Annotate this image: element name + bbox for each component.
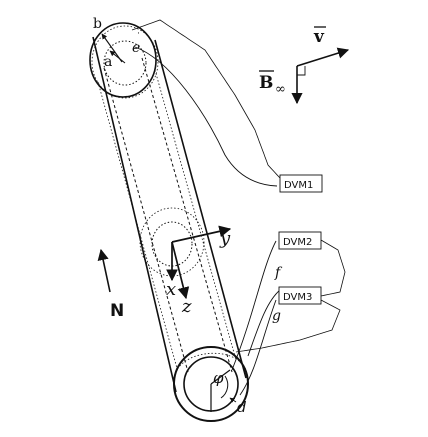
d-arrow — [229, 397, 237, 403]
cylinder-bottom-end — [173, 346, 249, 422]
inner-top-dotted-circle — [103, 40, 147, 86]
dvm2-box: DVM2 — [278, 231, 322, 250]
top-radii — [101, 33, 126, 64]
dvm3-label: DVM3 — [283, 292, 312, 303]
label-e-dot: ˙ — [136, 32, 141, 43]
label-infinity-subscript: ∞ — [275, 82, 286, 97]
label-x: x — [166, 279, 176, 300]
label-a: a — [104, 54, 112, 70]
wire-f-dvm3 — [247, 289, 281, 357]
phi-radius-line — [210, 369, 231, 385]
mid-section-outer-dotted-circle — [139, 207, 205, 277]
label-phi: φ — [213, 369, 224, 387]
wire-g-dvm3 — [239, 299, 277, 396]
label-d: d — [237, 398, 247, 416]
measurement-wires — [134, 46, 281, 396]
right-angle-marker — [297, 66, 306, 76]
north-arrow — [97, 248, 111, 293]
label-b-infinity: B — [259, 73, 273, 93]
wavy-wire-top-to-dvm1 — [131, 19, 281, 179]
inner-dashed-line-right — [141, 57, 233, 373]
label-z: z — [181, 296, 192, 317]
cylinder-right-edge — [154, 39, 247, 379]
label-north: N — [110, 301, 124, 321]
label-g: g — [272, 308, 281, 324]
outer-dotted-line-left — [97, 81, 179, 373]
field-vectors — [291, 47, 350, 105]
velocity-arrow — [296, 47, 350, 67]
dvm3-box: DVM3 — [278, 286, 322, 305]
z-axis-arrow — [171, 241, 190, 300]
bottom-dotted-arc — [175, 352, 247, 373]
label-f: f — [274, 265, 283, 281]
phi-arc — [220, 375, 229, 399]
cylinder-top-end — [89, 22, 157, 98]
wavy-wire-dvm3-to-bottom — [235, 299, 341, 353]
label-e: e — [132, 40, 140, 56]
coordinate-axes — [166, 225, 232, 300]
dvm2-label: DVM2 — [283, 237, 312, 248]
wavy-return-wires — [131, 19, 346, 353]
dvm1-label: DVM1 — [284, 180, 313, 191]
label-b: b — [93, 16, 102, 32]
wavy-wire-dvm2-to-dvm3 — [320, 239, 346, 297]
label-y: y — [219, 228, 231, 249]
inner-conductor — [91, 25, 247, 373]
radius-a-arrow — [109, 50, 126, 64]
y-axis-arrow — [171, 225, 232, 243]
bottom-angle — [210, 369, 237, 412]
outer-top-dotted-circle — [91, 25, 159, 99]
radius-b-arrow — [101, 33, 123, 63]
label-v: v — [313, 27, 325, 47]
wire-dvm1 — [134, 46, 278, 187]
dvm1-box: DVM1 — [279, 174, 323, 193]
outer-dotted-line-right — [154, 69, 237, 361]
